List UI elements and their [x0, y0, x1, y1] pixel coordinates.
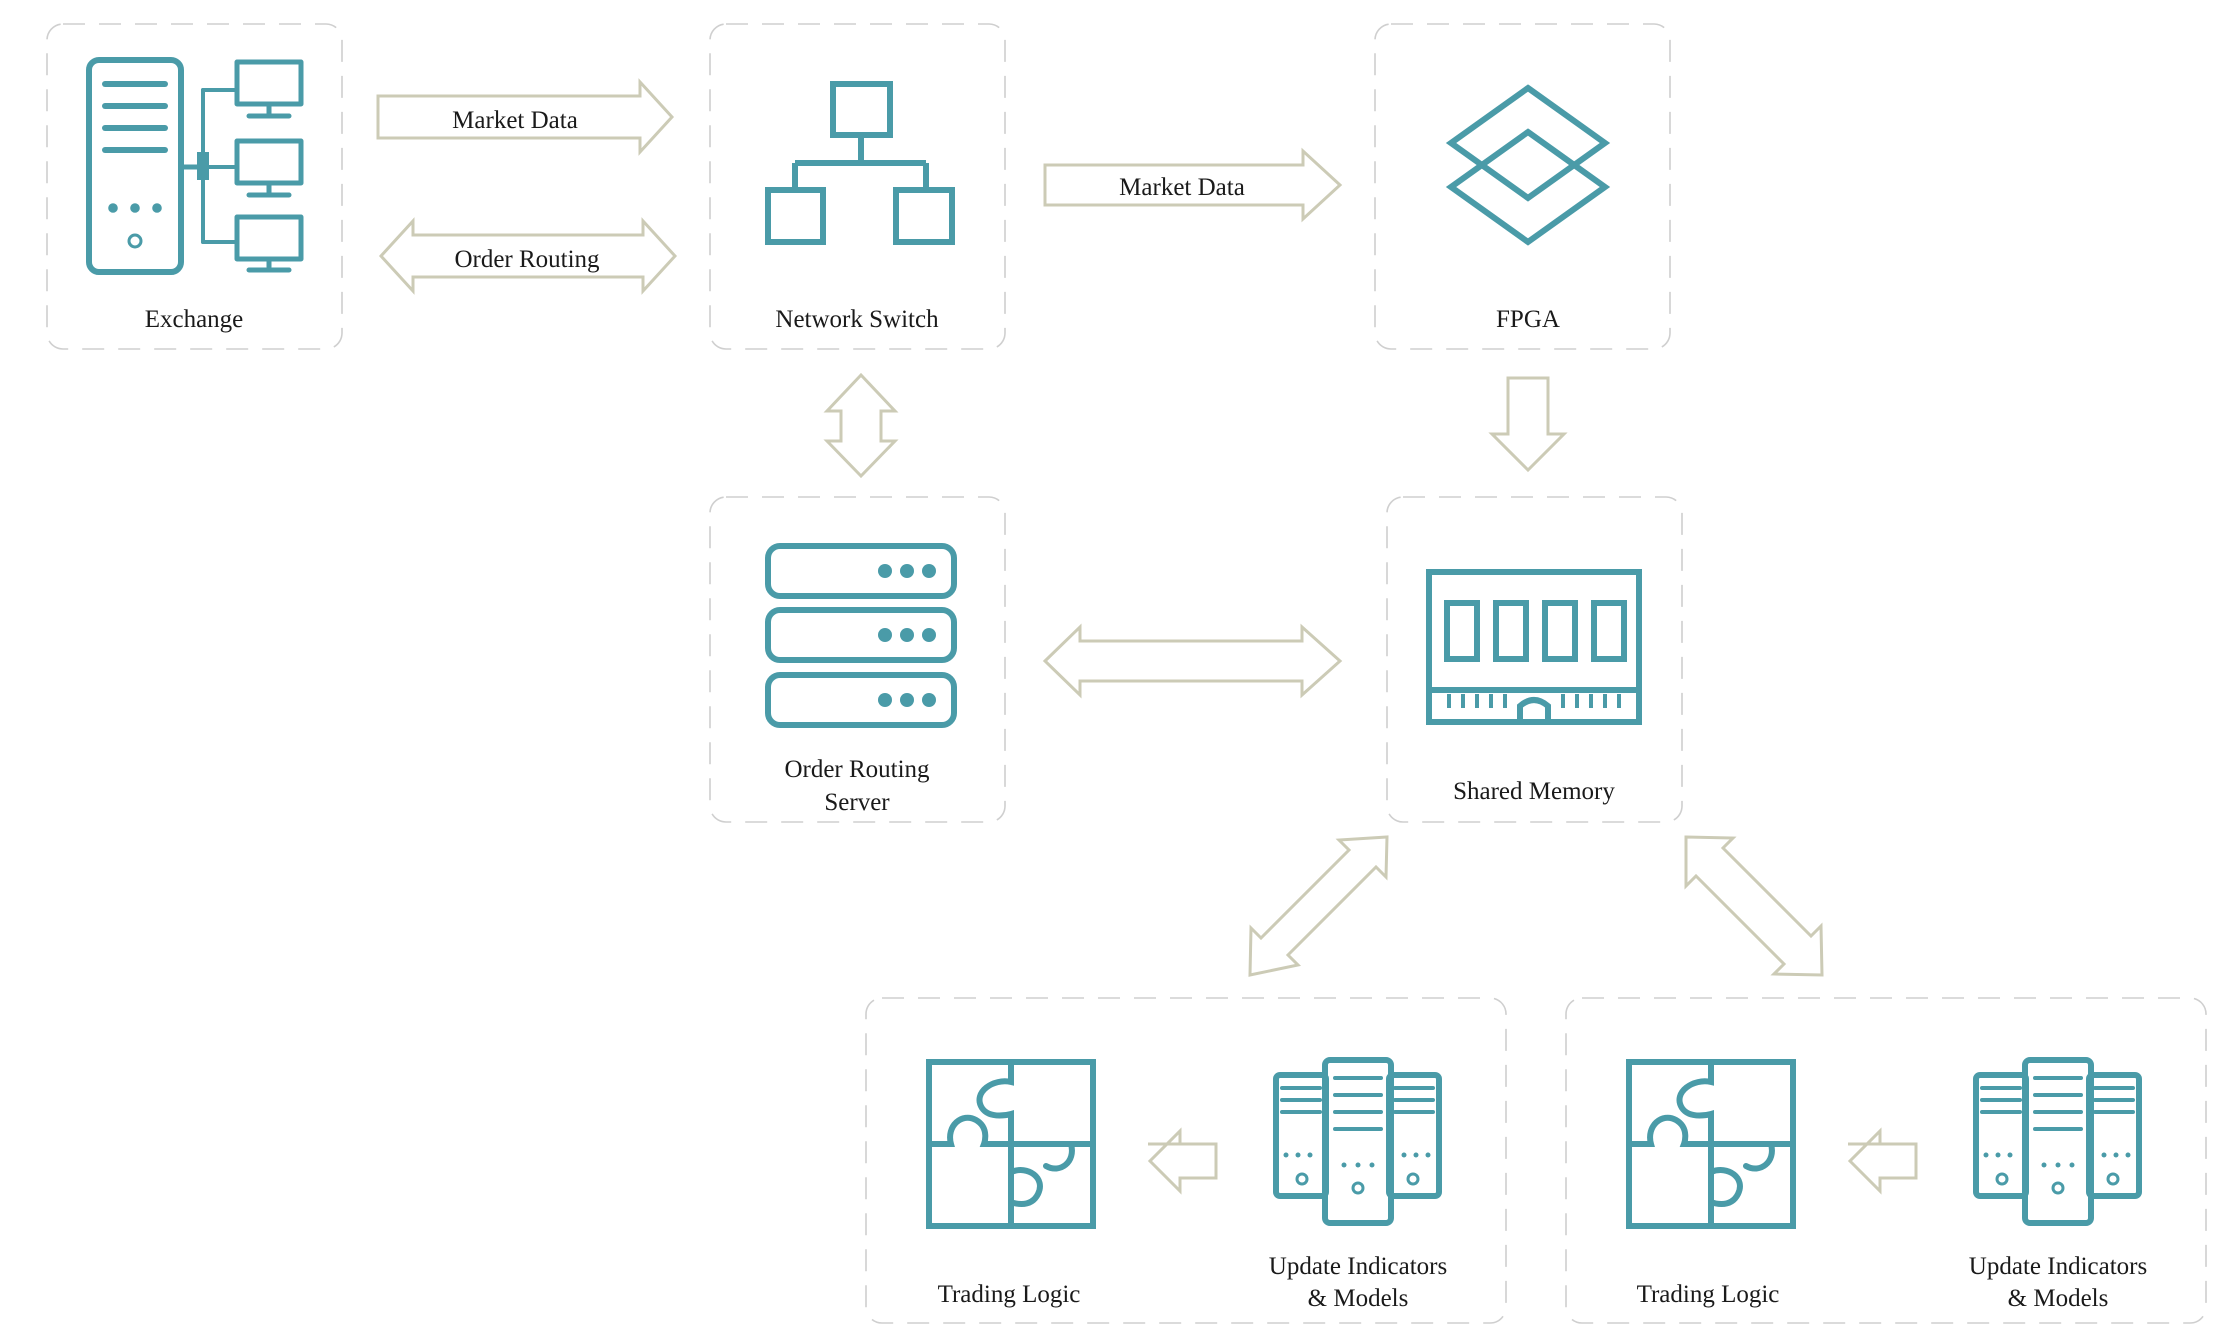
- edge-label-exchange-to-switch: Market Data: [452, 107, 578, 134]
- puzzle-icon: [926, 1059, 1096, 1229]
- left-update-indicators-label-line2: & Models: [1308, 1285, 1409, 1312]
- arrow-shared-memory-right-group-bidirectional: [1684, 835, 1824, 977]
- right-update-indicators-label-line2: & Models: [2008, 1285, 2109, 1312]
- network-switch-box: [709, 23, 1006, 350]
- left-strategy-group-box: [865, 997, 1507, 1324]
- memory-chip-icon: [1426, 569, 1642, 725]
- server-stack-icon: [765, 543, 957, 728]
- arrow-switch-order-server-bidirectional: [823, 372, 899, 479]
- order-routing-server-label-line2: Server: [824, 789, 890, 816]
- order-routing-server-label-line1: Order Routing: [784, 756, 930, 783]
- network-switch-label: Network Switch: [775, 306, 939, 333]
- shared-memory-box: [1386, 496, 1683, 823]
- exchange-network-icon: [86, 57, 304, 275]
- right-strategy-group-box: [1565, 997, 2207, 1324]
- shared-memory-label: Shared Memory: [1453, 778, 1615, 805]
- fpga-layers-icon: [1445, 84, 1611, 246]
- arrow-shared-memory-left-group-bidirectional: [1248, 835, 1389, 977]
- right-update-indicators-label-line1: Update Indicators: [1969, 1253, 2147, 1280]
- arrow-right-update-to-trading: [1847, 1127, 1918, 1195]
- arrow-order-server-shared-memory-bidirectional: [1042, 623, 1343, 699]
- fpga-label: FPGA: [1496, 306, 1560, 333]
- left-update-indicators-label-line1: Update Indicators: [1269, 1253, 1447, 1280]
- arrow-fpga-to-shared-memory: [1488, 376, 1568, 473]
- puzzle-icon: [1626, 1059, 1796, 1229]
- server-rack-icon: [1273, 1057, 1442, 1226]
- left-trading-logic-label: Trading Logic: [938, 1281, 1081, 1308]
- arrow-switch-exchange-bidirectional: [378, 217, 678, 295]
- edge-label-switch-to-fpga: Market Data: [1119, 174, 1245, 201]
- arrow-exchange-to-switch: [376, 78, 675, 156]
- order-routing-server-box: [709, 496, 1006, 823]
- arrow-left-update-to-trading: [1147, 1127, 1218, 1195]
- exchange-box: [46, 23, 343, 350]
- network-switch-icon: [765, 81, 955, 245]
- exchange-label: Exchange: [145, 306, 244, 333]
- server-rack-icon: [1973, 1057, 2142, 1226]
- right-trading-logic-label: Trading Logic: [1637, 1281, 1780, 1308]
- edge-label-switch-to-exchange: Order Routing: [454, 246, 600, 273]
- arrow-switch-to-fpga: [1043, 147, 1343, 223]
- fpga-box: [1374, 23, 1671, 350]
